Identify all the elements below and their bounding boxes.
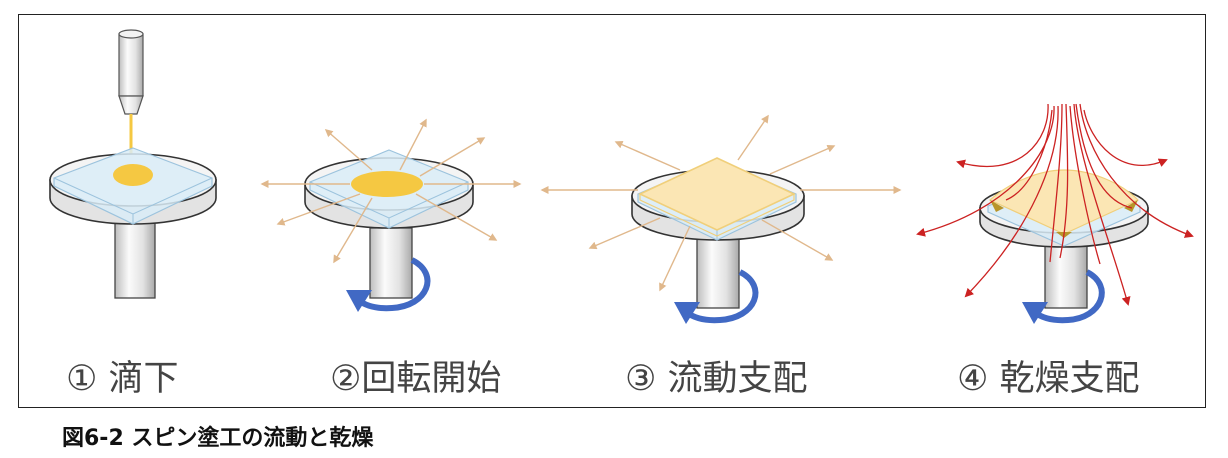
stage-3-label: ③ 流動支配 xyxy=(625,359,808,399)
rotation-arrow xyxy=(674,269,759,324)
rotation-arrow xyxy=(346,257,431,312)
liquid-puddle xyxy=(113,164,153,186)
flow-arrow xyxy=(333,197,373,264)
spin-coating-diagram xyxy=(49,29,1194,324)
stage-2-label: ②回転開始 xyxy=(330,359,502,399)
spreading-liquid xyxy=(351,171,423,197)
flow-arrow xyxy=(588,217,661,250)
flow-arrow xyxy=(761,219,834,261)
stage-4-drying-dominated xyxy=(916,103,1194,324)
stage-3-flow-dominated xyxy=(540,114,902,324)
flow-arrow xyxy=(324,129,373,171)
flow-arrow xyxy=(659,225,691,292)
spindle xyxy=(696,237,740,309)
flow-arrow xyxy=(415,193,498,241)
stage-1-label: ① 滴下 xyxy=(66,359,179,399)
flow-arrow xyxy=(276,193,361,226)
flow-arrow xyxy=(614,140,681,171)
spindle xyxy=(369,227,413,299)
spindle xyxy=(1044,237,1088,309)
flow-arrows xyxy=(260,118,522,264)
spindle xyxy=(114,221,156,299)
coating-film xyxy=(638,157,796,237)
flow-arrow xyxy=(769,144,836,175)
stage-2-rotation-start xyxy=(260,118,522,312)
nozzle xyxy=(118,29,144,115)
flow-arrows xyxy=(540,114,902,292)
stage-4-label: ④ 乾燥支配 xyxy=(957,359,1140,399)
flow-arrow xyxy=(419,137,486,177)
flow-arrow xyxy=(737,114,769,161)
stage-1-dropping xyxy=(49,29,217,299)
flow-arrow xyxy=(399,118,427,171)
evaporation-lines xyxy=(916,103,1194,306)
figure-frame xyxy=(18,14,1206,408)
figure-caption: 図6-2 スピン塗工の流動と乾燥 xyxy=(62,426,374,451)
rotation-arrow xyxy=(1022,269,1105,324)
